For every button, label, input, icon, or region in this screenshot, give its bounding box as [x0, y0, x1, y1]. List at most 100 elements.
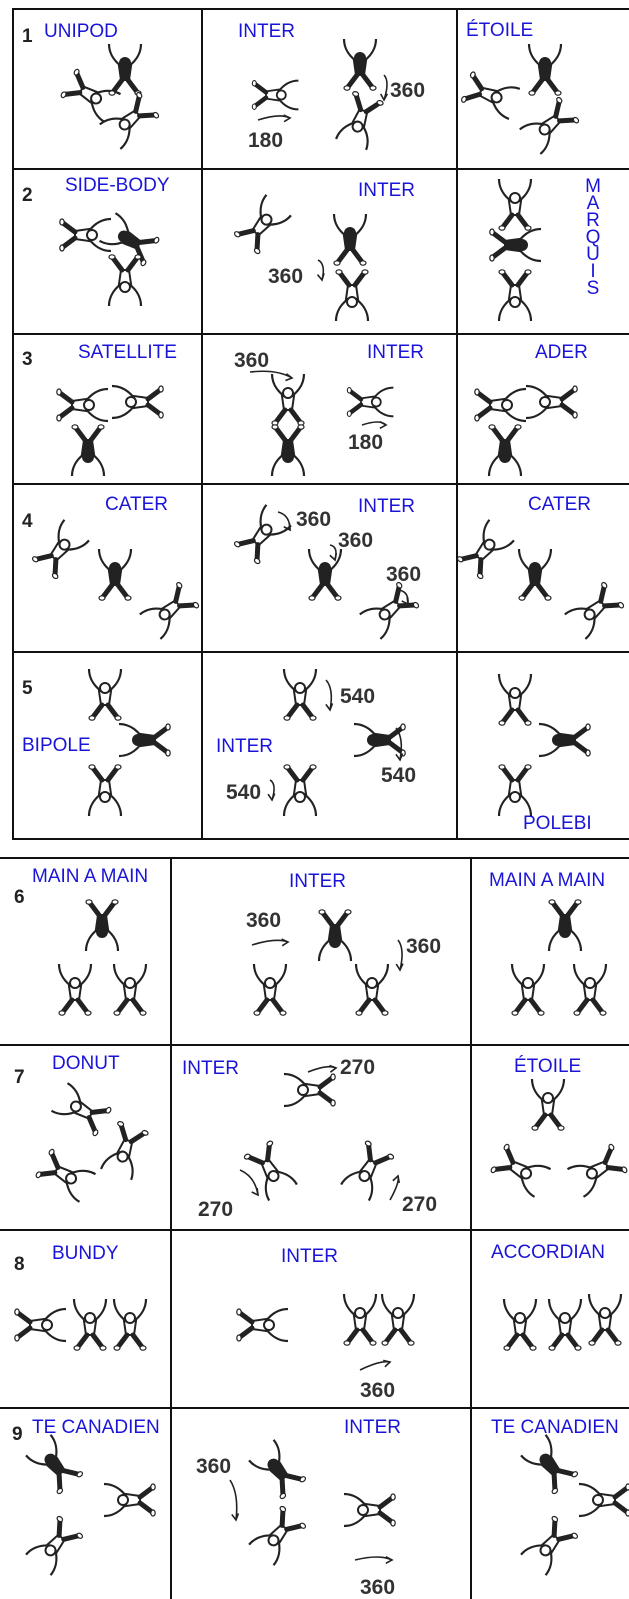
formation-label-left: UNIPOD	[44, 21, 118, 42]
rotation-arrow-icon	[354, 1555, 394, 1565]
rotation-label: 360	[360, 1576, 396, 1599]
formation-label-left: BIPOLE	[22, 735, 91, 756]
grid-line	[0, 857, 629, 859]
skydiver-figure	[489, 227, 542, 263]
rotation-arrow-icon	[307, 1064, 338, 1073]
skydiver-figure	[587, 1293, 623, 1346]
skydiver-figure	[282, 764, 318, 817]
skydiver-figure	[59, 217, 112, 253]
row-number: 5	[22, 678, 33, 699]
grid-line	[0, 1044, 629, 1046]
formation-label-right: POLEBI	[523, 813, 592, 834]
skydiver-figure	[456, 519, 515, 580]
formation-label-right: ACCORDIAN	[491, 1242, 606, 1263]
formation-label-left: SIDE-BODY	[65, 175, 170, 196]
rotation-label: 180	[348, 431, 384, 454]
skydiver-figure	[342, 38, 378, 91]
skydiver-figure	[461, 71, 521, 120]
row-number: 9	[12, 1424, 23, 1445]
rotation-arrow-icon	[397, 589, 409, 606]
grid-line	[0, 1407, 629, 1409]
rotation-label: 360	[390, 79, 426, 102]
skydiver-figure	[100, 1121, 149, 1181]
row-number: 3	[22, 349, 33, 370]
rotation-arrow-icon	[277, 511, 291, 532]
skydiver-figure	[72, 1298, 108, 1351]
formation-label-inter: INTER	[216, 736, 273, 757]
rotation-arrow-icon	[379, 74, 389, 102]
skydiver-figure	[282, 668, 318, 721]
grid-line	[12, 8, 14, 840]
formation-label-left: CATER	[105, 494, 168, 515]
skydiver-figure	[335, 91, 384, 151]
grid-line	[470, 857, 472, 1599]
rotation-arrow-icon	[329, 544, 338, 562]
skydiver-figure	[566, 1143, 628, 1198]
skydiver-figure	[354, 963, 390, 1016]
skydiver-figure	[564, 581, 625, 640]
skydiver-figure	[84, 899, 120, 952]
rotation-arrow-icon	[395, 939, 404, 972]
skydiver-figure	[87, 668, 123, 721]
skydiver-figure	[243, 1140, 298, 1202]
skydiver-figure	[343, 1492, 396, 1528]
rotation-arrow-icon	[359, 1359, 392, 1371]
skydiver-figure	[359, 581, 420, 640]
grid-line	[12, 838, 629, 840]
rotation-arrow-icon	[229, 1479, 240, 1522]
skydiver-figure	[487, 424, 523, 477]
row-number: 6	[14, 887, 25, 908]
skydiver-figure	[57, 963, 93, 1016]
grid-line	[201, 8, 203, 840]
grid-line	[12, 8, 629, 10]
rotation-label: 540	[381, 764, 417, 787]
skydiver-figure	[517, 548, 553, 601]
skydiver-figure	[107, 43, 143, 96]
formation-label-left: SATELLITE	[78, 342, 177, 363]
grid-line	[12, 483, 629, 485]
skydiver-figure	[270, 373, 306, 426]
skydiver-figure	[31, 519, 90, 580]
skydiver-figure	[497, 764, 533, 817]
skydiver-figure	[70, 424, 106, 477]
rotation-arrow-icon	[239, 1169, 259, 1197]
formation-label-right: ADER	[535, 342, 588, 363]
skydiver-figure	[270, 424, 306, 477]
skydiver-figure	[530, 1078, 566, 1131]
formation-label-right: CATER	[528, 494, 591, 515]
rotation-label: 360	[338, 529, 374, 552]
rotation-arrow-icon	[361, 420, 388, 430]
skydiver-figure	[112, 1298, 148, 1351]
skydiver-figure	[334, 269, 370, 322]
rotation-label: 360	[386, 563, 422, 586]
skydiver-figure	[342, 1293, 378, 1346]
skydiver-figure	[538, 722, 591, 758]
formation-label-inter: INTER	[367, 342, 424, 363]
skydiver-figure	[35, 1148, 97, 1203]
skydiver-figure	[332, 213, 368, 266]
formation-label-right: MAIN A MAIN	[489, 870, 606, 891]
row-number: 8	[14, 1254, 25, 1275]
formation-label-left: DONUT	[52, 1053, 120, 1074]
formation-label-right: ÉTOILE	[466, 20, 534, 41]
grid-line	[12, 651, 629, 653]
skydiver-figure	[346, 386, 394, 418]
skydiver-figure	[111, 384, 164, 420]
skydiver-figure	[474, 387, 527, 423]
rotation-arrow-icon	[325, 679, 334, 712]
skydiver-figure	[520, 1434, 579, 1495]
formation-label-inter: INTER	[182, 1058, 239, 1079]
rotation-arrow-icon	[316, 259, 325, 282]
skydiver-figure	[497, 269, 533, 322]
skydiver-figure	[14, 1307, 67, 1343]
skydiver-figure	[353, 722, 406, 758]
skydiver-figure	[60, 68, 122, 123]
rotation-label: 540	[226, 781, 262, 804]
rotation-label: 360	[406, 935, 442, 958]
skydiver-figure	[139, 581, 200, 640]
skydiver-figure	[497, 178, 533, 231]
skydiver-figure	[118, 722, 171, 758]
rotation-label: 360	[296, 508, 332, 531]
